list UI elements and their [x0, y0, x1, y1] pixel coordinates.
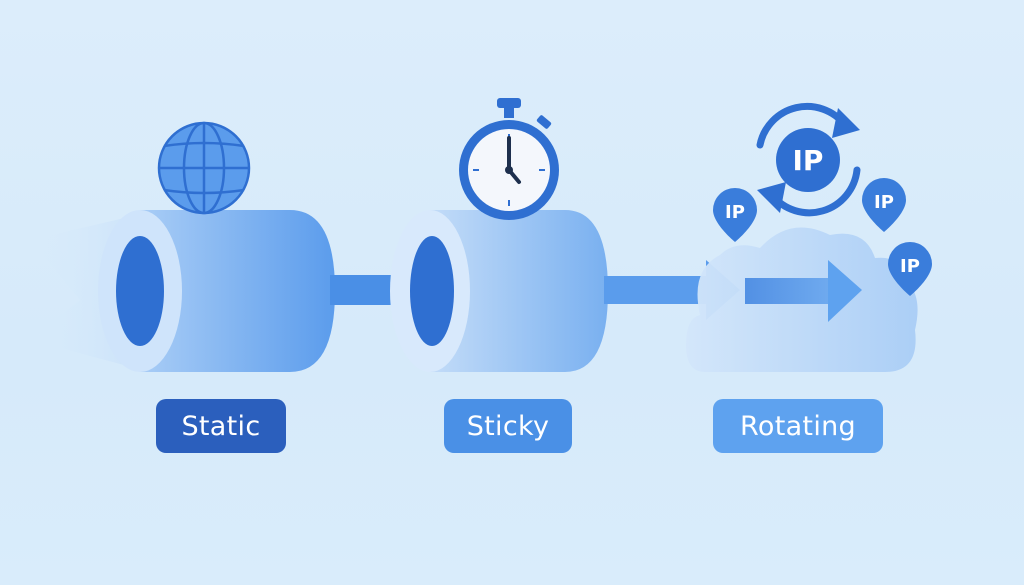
sticky-label: Sticky: [444, 399, 572, 453]
static-tunnel: [98, 210, 335, 372]
ip-pin-left: [713, 188, 757, 242]
globe-icon: [157, 121, 251, 215]
ip-pin-right-bottom: [888, 242, 932, 296]
ip-pin-right-top: [862, 178, 906, 232]
cloud-arrow: [745, 260, 862, 322]
rotating-label: Rotating: [713, 399, 883, 453]
rotate-ip-icon: [756, 102, 861, 217]
ip-badge-center: IP: [793, 144, 824, 177]
ip-badge-left: IP: [725, 202, 745, 223]
ip-badge-right-bottom: IP: [900, 256, 920, 277]
sticky-tunnel: [390, 210, 608, 372]
stopwatch-icon: [459, 98, 559, 220]
ip-badge-right-top: IP: [874, 192, 894, 213]
static-label: Static: [156, 399, 286, 453]
